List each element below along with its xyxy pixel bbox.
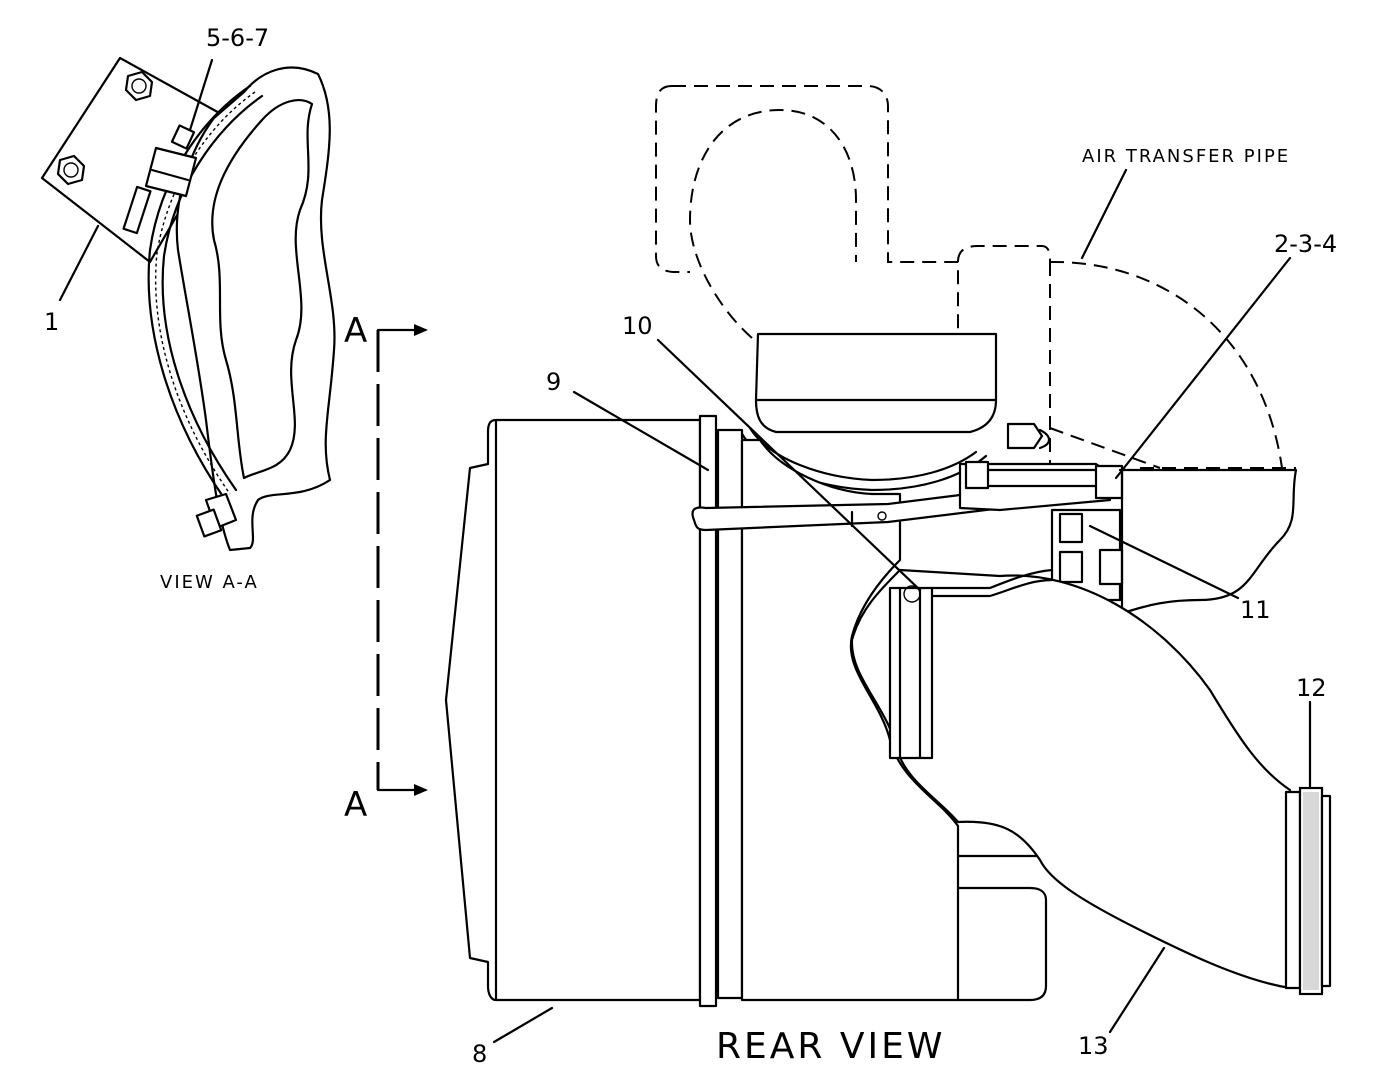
bracket-bolt-assembly: [958, 422, 1124, 512]
rear-view-assembly: [444, 85, 1332, 1044]
hose-section: [175, 66, 336, 552]
flange-ring: [698, 414, 718, 1008]
label-part-5-6-7: 5-6-7: [206, 24, 269, 52]
clamp-screw: [122, 124, 198, 235]
hex-bolt-icon: [56, 154, 86, 186]
label-section-top: A: [344, 311, 367, 351]
label-part-11: 11: [1240, 596, 1271, 624]
turbo-housing-outline: [672, 85, 959, 334]
label-part-12: 12: [1296, 674, 1327, 702]
label-air-transfer-pipe: AIR TRANSFER PIPE: [1082, 146, 1290, 167]
view-aa-detail: [40, 56, 336, 552]
label-part-8: 8: [472, 1040, 487, 1068]
elbow-hose: [850, 568, 1292, 990]
air-cleaner-body: [444, 418, 702, 1002]
end-seal: [1284, 786, 1332, 996]
air-transfer-pipe: [1049, 260, 1283, 469]
label-part-9: 9: [546, 368, 561, 396]
label-rear-view: REAR VIEW: [716, 1026, 945, 1067]
hex-bolt-icon: [124, 70, 154, 102]
label-part-10: 10: [622, 312, 653, 340]
section-cut-line: [376, 324, 428, 796]
label-section-bottom: A: [344, 785, 367, 825]
label-part-1: 1: [44, 308, 59, 336]
label-view-aa: VIEW A-A: [160, 572, 259, 593]
clamp-foot: [195, 492, 238, 538]
label-part-13: 13: [1078, 1032, 1109, 1060]
turbo-outlet: [754, 332, 998, 434]
label-part-2-3-4: 2-3-4: [1274, 230, 1337, 258]
